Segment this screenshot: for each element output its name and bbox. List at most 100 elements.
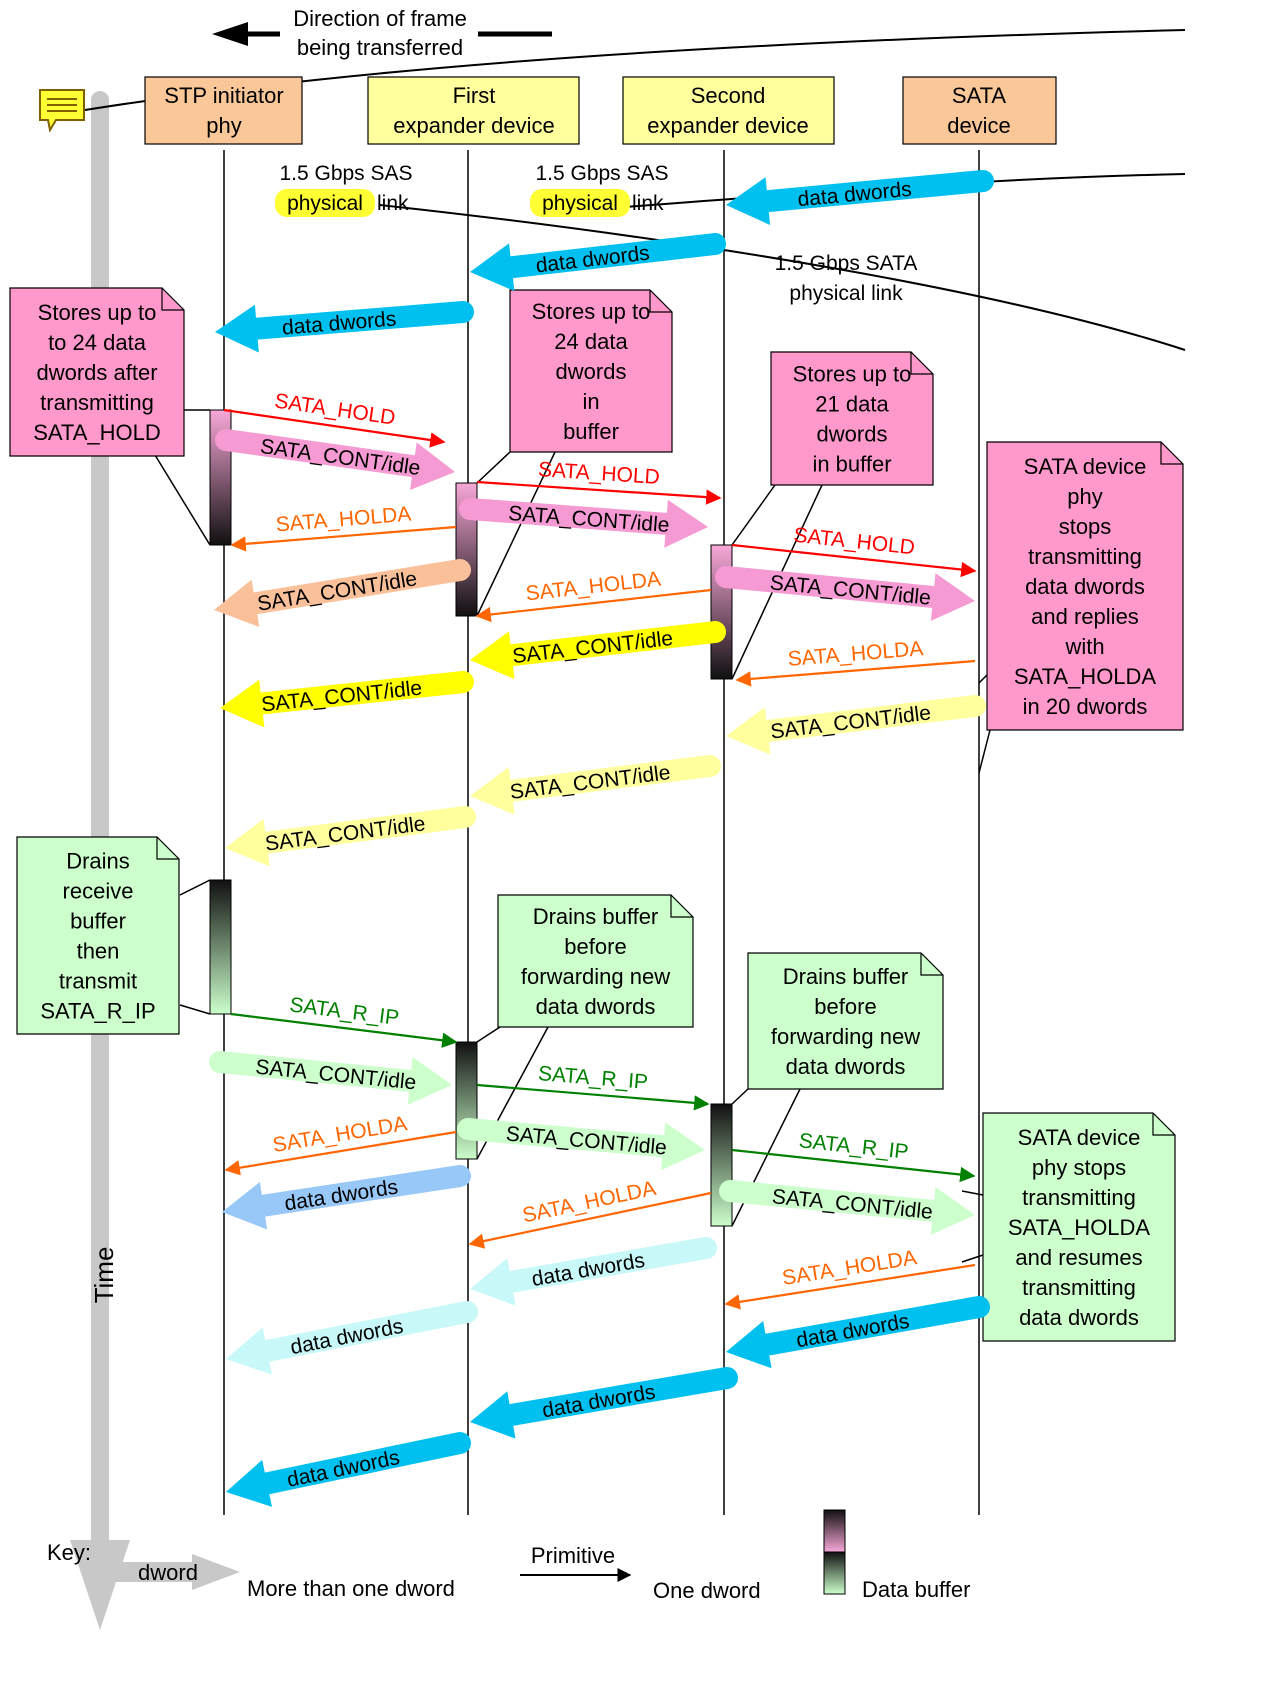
note-line: Drains bbox=[66, 849, 130, 874]
note-line: SATA device bbox=[1018, 1125, 1141, 1150]
arrow-label: SATA_CONT/idle bbox=[254, 1056, 417, 1095]
primitive-arrow-sata-holda: SATA_HOLDA bbox=[230, 503, 457, 552]
cont-idle-arrow: SATA_CONT/idle bbox=[726, 695, 986, 755]
direction-indicator: Direction of frame being transferred bbox=[212, 6, 552, 60]
primitive-arrow-sata-holda: SATA_HOLDA bbox=[724, 1246, 976, 1310]
arrow-label: SATA_CONT/idle bbox=[769, 571, 932, 609]
cont-idle-arrow: SATA_CONT/idle bbox=[215, 429, 455, 490]
note-line: SATA device bbox=[1024, 454, 1147, 479]
arrow-label: data dwords bbox=[535, 242, 651, 278]
note-line: buffer bbox=[70, 909, 126, 934]
lane-stp-initiator: STP initiator phy bbox=[144, 76, 303, 1515]
arrow-label: SATA_CONT/idle bbox=[259, 435, 422, 480]
link-rest: link bbox=[377, 192, 409, 215]
note-line: to 24 data bbox=[48, 330, 147, 355]
cont-idle-arrow: SATA_CONT/idle bbox=[470, 621, 726, 680]
cont-idle-arrow: SATA_CONT/idle bbox=[225, 806, 476, 867]
cont-idle-arrow: SATA_CONT/idle bbox=[214, 559, 471, 627]
note-line: dwords bbox=[817, 422, 888, 447]
key: Key: dword More than one dword Primitive… bbox=[47, 1509, 970, 1603]
arrow-label: data dwords bbox=[281, 307, 397, 339]
link-speed: 1.5 Gbps SAS bbox=[535, 162, 668, 185]
cont-idle-arrow: SATA_CONT/idle bbox=[220, 671, 474, 728]
primitive-label: SATA_HOLDA bbox=[525, 568, 662, 606]
note-line: dwords after bbox=[36, 360, 157, 385]
lane-first-expander: First expander device bbox=[367, 76, 580, 1515]
link-speed: 1.5 Gbps SATA bbox=[775, 252, 918, 275]
data-dwords-arrow: data dwords bbox=[470, 1367, 738, 1439]
note-line: and resumes bbox=[1015, 1245, 1142, 1270]
note-line: before bbox=[814, 994, 876, 1019]
note-line: 21 data bbox=[815, 392, 889, 417]
note-line: Stores up to bbox=[532, 299, 651, 324]
note-line: Stores up to bbox=[793, 362, 912, 387]
data-dwords-arrow: data dwords bbox=[226, 1432, 471, 1507]
note-line: then bbox=[77, 939, 120, 964]
arrow-label: SATA_CONT/idle bbox=[264, 812, 427, 855]
cont-idle-arrow: SATA_CONT/idle bbox=[470, 755, 721, 815]
note-line: in 20 dwords bbox=[1023, 694, 1148, 719]
data-dwords-arrow: data dwords bbox=[726, 170, 994, 225]
cont-idle-arrow: SATA_CONT/idle bbox=[209, 1051, 452, 1105]
notes: Stores up to to 24 data dwords after transm… bbox=[9, 287, 1184, 1342]
key-one-label: One dword bbox=[653, 1578, 761, 1603]
note-line: in buffer bbox=[812, 452, 891, 477]
primitive-label: SATA_HOLD bbox=[537, 458, 660, 489]
note-line: forwarding new bbox=[771, 1024, 920, 1049]
arrow-label: SATA_CONT/idle bbox=[509, 761, 672, 804]
lane-header-box bbox=[367, 76, 580, 145]
data-dwords-arrow: data dwords bbox=[215, 301, 474, 353]
cont-idle-arrow: SATA_CONT/idle bbox=[459, 498, 708, 548]
link-word: physical bbox=[287, 192, 363, 215]
lane-header-box bbox=[902, 76, 1057, 145]
primitive-label: SATA_HOLD bbox=[273, 389, 397, 429]
note-line: data dwords bbox=[536, 994, 656, 1019]
link-rest: physical link bbox=[789, 282, 903, 305]
link-label-sas-2: 1.5 Gbps SAS physical link bbox=[530, 162, 669, 217]
primitive-arrow-sata-holda: SATA_HOLDA bbox=[475, 568, 712, 623]
key-more-label: More than one dword bbox=[247, 1576, 455, 1601]
key-buffer-label: Data buffer bbox=[862, 1577, 970, 1602]
direction-text-2: being transferred bbox=[297, 35, 463, 60]
lane-title-line1: SATA bbox=[952, 83, 1007, 108]
lane-sata-device: SATA device bbox=[902, 76, 1057, 1515]
note-line: Stores up to bbox=[38, 300, 157, 325]
data-buffer bbox=[455, 1041, 478, 1160]
note-line: phy stops bbox=[1032, 1155, 1126, 1180]
link-rest: link bbox=[632, 192, 664, 215]
key-primitive-label: Primitive bbox=[531, 1543, 615, 1568]
note-line: receive bbox=[63, 879, 134, 904]
note-line: 24 data bbox=[554, 329, 628, 354]
arrow-label: data dwords bbox=[285, 1446, 402, 1492]
primitive-arrow-sata-r-ip: SATA_R_IP bbox=[476, 1062, 710, 1111]
arrow-label: data dwords bbox=[794, 1310, 911, 1353]
note-line: transmitting bbox=[40, 390, 154, 415]
lane-title-line1: Second bbox=[691, 83, 766, 108]
lane-title-line2: device bbox=[947, 113, 1011, 138]
note-line: SATA_R_IP bbox=[40, 999, 155, 1024]
note-line: stops bbox=[1059, 514, 1112, 539]
primitive-arrows: SATA_HOLDSATA_HOLDSATA_HOLDSATA_HOLDASAT… bbox=[223, 389, 977, 1310]
note-line: SATA_HOLDA bbox=[1008, 1215, 1151, 1240]
arrow-label: SATA_CONT/idle bbox=[771, 1185, 934, 1224]
arrow-label: data dwords bbox=[540, 1380, 657, 1422]
direction-text-1: Direction of frame bbox=[293, 6, 467, 31]
lane-title-line2: expander device bbox=[647, 113, 808, 138]
lane-second-expander: Second expander device bbox=[622, 76, 835, 1515]
data-dwords-arrow: data dwords bbox=[222, 1165, 471, 1230]
primitive-arrow-sata-holda: SATA_HOLDA bbox=[468, 1177, 712, 1249]
time-label: Time bbox=[89, 1247, 119, 1304]
note-line: with bbox=[1064, 634, 1104, 659]
note-line: transmitting bbox=[1022, 1185, 1136, 1210]
arrow-label: SATA_CONT/idle bbox=[505, 1122, 668, 1159]
note-line: SATA_HOLDA bbox=[1014, 664, 1157, 689]
primitive-arrow-sata-r-ip: SATA_R_IP bbox=[230, 993, 458, 1048]
lane-header-box bbox=[144, 76, 303, 145]
lane-title-line1: First bbox=[453, 83, 496, 108]
key-primitive-arrow: Primitive bbox=[520, 1543, 632, 1582]
note-line: transmitting bbox=[1022, 1275, 1136, 1300]
data-dwords-arrow: data dwords bbox=[470, 233, 726, 292]
primitive-label: SATA_HOLDA bbox=[781, 1246, 919, 1290]
